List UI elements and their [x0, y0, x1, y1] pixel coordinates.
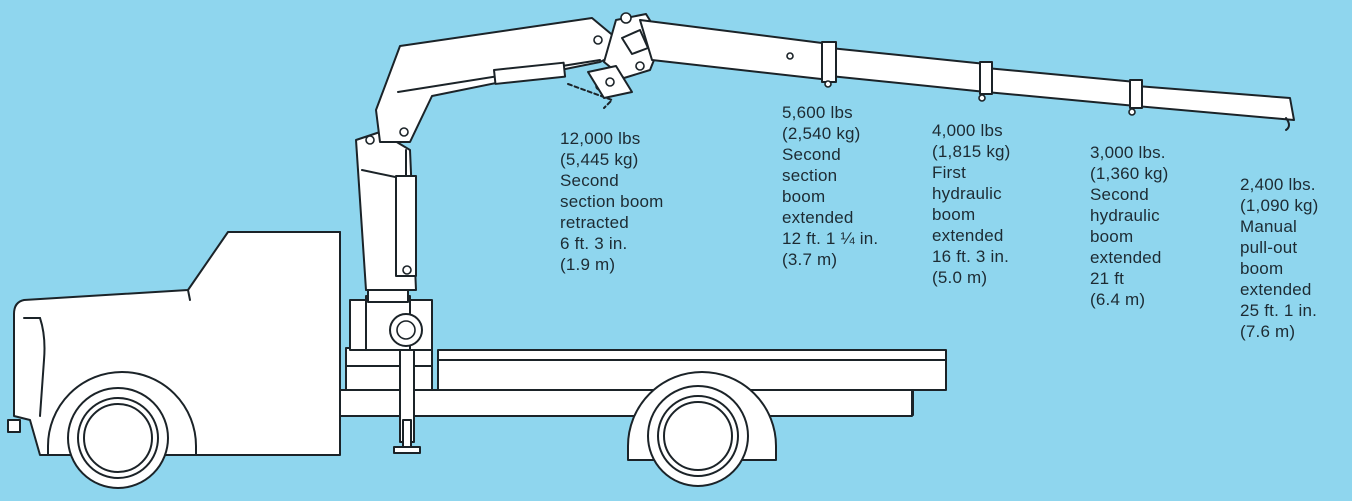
capacity-1-line-5: retracted [560, 213, 629, 232]
frame-rail [329, 389, 913, 417]
capacity-5-line-4: pull-out [1240, 238, 1298, 257]
capacity-2-line-3: Second [782, 145, 841, 164]
flatbed [437, 349, 947, 416]
capacity-3-line-1: 4,000 lbs [932, 121, 1003, 140]
capacity-3-line-7: 16 ft. 3 in. [932, 247, 1010, 266]
capacity-1-line-1: 12,000 lbs [560, 129, 641, 148]
capacity-4-line-7: 21 ft [1090, 269, 1125, 288]
capacity-3-line-6: extended [932, 226, 1004, 245]
front-wheel [47, 371, 197, 489]
outrigger-jack [393, 349, 421, 454]
capacity-5-line-2: (1,090 kg) [1240, 196, 1319, 215]
capacity-4-line-1: 3,000 lbs. [1090, 143, 1166, 162]
capacity-3-line-8: (5.0 m) [932, 268, 988, 287]
capacity-4-line-4: hydraulic [1090, 206, 1160, 225]
capacity-5-line-8: (7.6 m) [1240, 322, 1296, 341]
capacity-5-line-5: boom [1240, 259, 1284, 278]
telescopic-boom [639, 19, 1295, 131]
capacity-5-line-6: extended [1240, 280, 1312, 299]
crane-base [345, 289, 433, 391]
capacity-1-line-6: 6 ft. 3 in. [560, 234, 628, 253]
rear-wheel [627, 371, 777, 487]
capacity-1-line-3: Second [560, 171, 619, 190]
capacity-4-line-2: (1,360 kg) [1090, 164, 1169, 183]
capacity-label-2: 5,600 lbs (2,540 kg) Second section boom… [782, 102, 878, 270]
capacity-4-line-3: Second [1090, 185, 1149, 204]
capacity-2-line-4: section [782, 166, 838, 185]
front-bumper [7, 419, 21, 433]
capacity-3-line-3: First [932, 163, 967, 182]
capacity-label-1: 12,000 lbs (5,445 kg) Second section boo… [560, 128, 664, 275]
capacity-label-5: 2,400 lbs. (1,090 kg) Manual pull-out bo… [1240, 174, 1319, 342]
capacity-2-line-7: 12 ft. 1 ¼ in. [782, 229, 879, 248]
crane-mast [355, 131, 417, 291]
capacity-3-line-4: hydraulic [932, 184, 1002, 203]
capacity-3-line-2: (1,815 kg) [932, 142, 1011, 161]
capacity-1-line-2: (5,445 kg) [560, 150, 639, 169]
capacity-5-line-3: Manual [1240, 217, 1297, 236]
capacity-2-line-1: 5,600 lbs [782, 103, 853, 122]
capacity-1-line-4: section boom [560, 192, 664, 211]
capacity-5-line-1: 2,400 lbs. [1240, 175, 1316, 194]
capacity-2-line-2: (2,540 kg) [782, 124, 861, 143]
capacity-label-3: 4,000 lbs (1,815 kg) First hydraulic boo… [932, 120, 1011, 288]
capacity-2-line-6: extended [782, 208, 854, 227]
capacity-4-line-5: boom [1090, 227, 1134, 246]
capacity-2-line-8: (3.7 m) [782, 250, 838, 269]
capacity-5-line-7: 25 ft. 1 in. [1240, 301, 1318, 320]
lift-cylinder [493, 61, 614, 109]
capacity-2-line-5: boom [782, 187, 826, 206]
capacity-4-line-6: extended [1090, 248, 1162, 267]
capacity-1-line-7: (1.9 m) [560, 255, 616, 274]
capacity-4-line-8: (6.4 m) [1090, 290, 1146, 309]
capacity-label-4: 3,000 lbs. (1,360 kg) Second hydraulic b… [1090, 142, 1169, 310]
capacity-3-line-5: boom [932, 205, 976, 224]
